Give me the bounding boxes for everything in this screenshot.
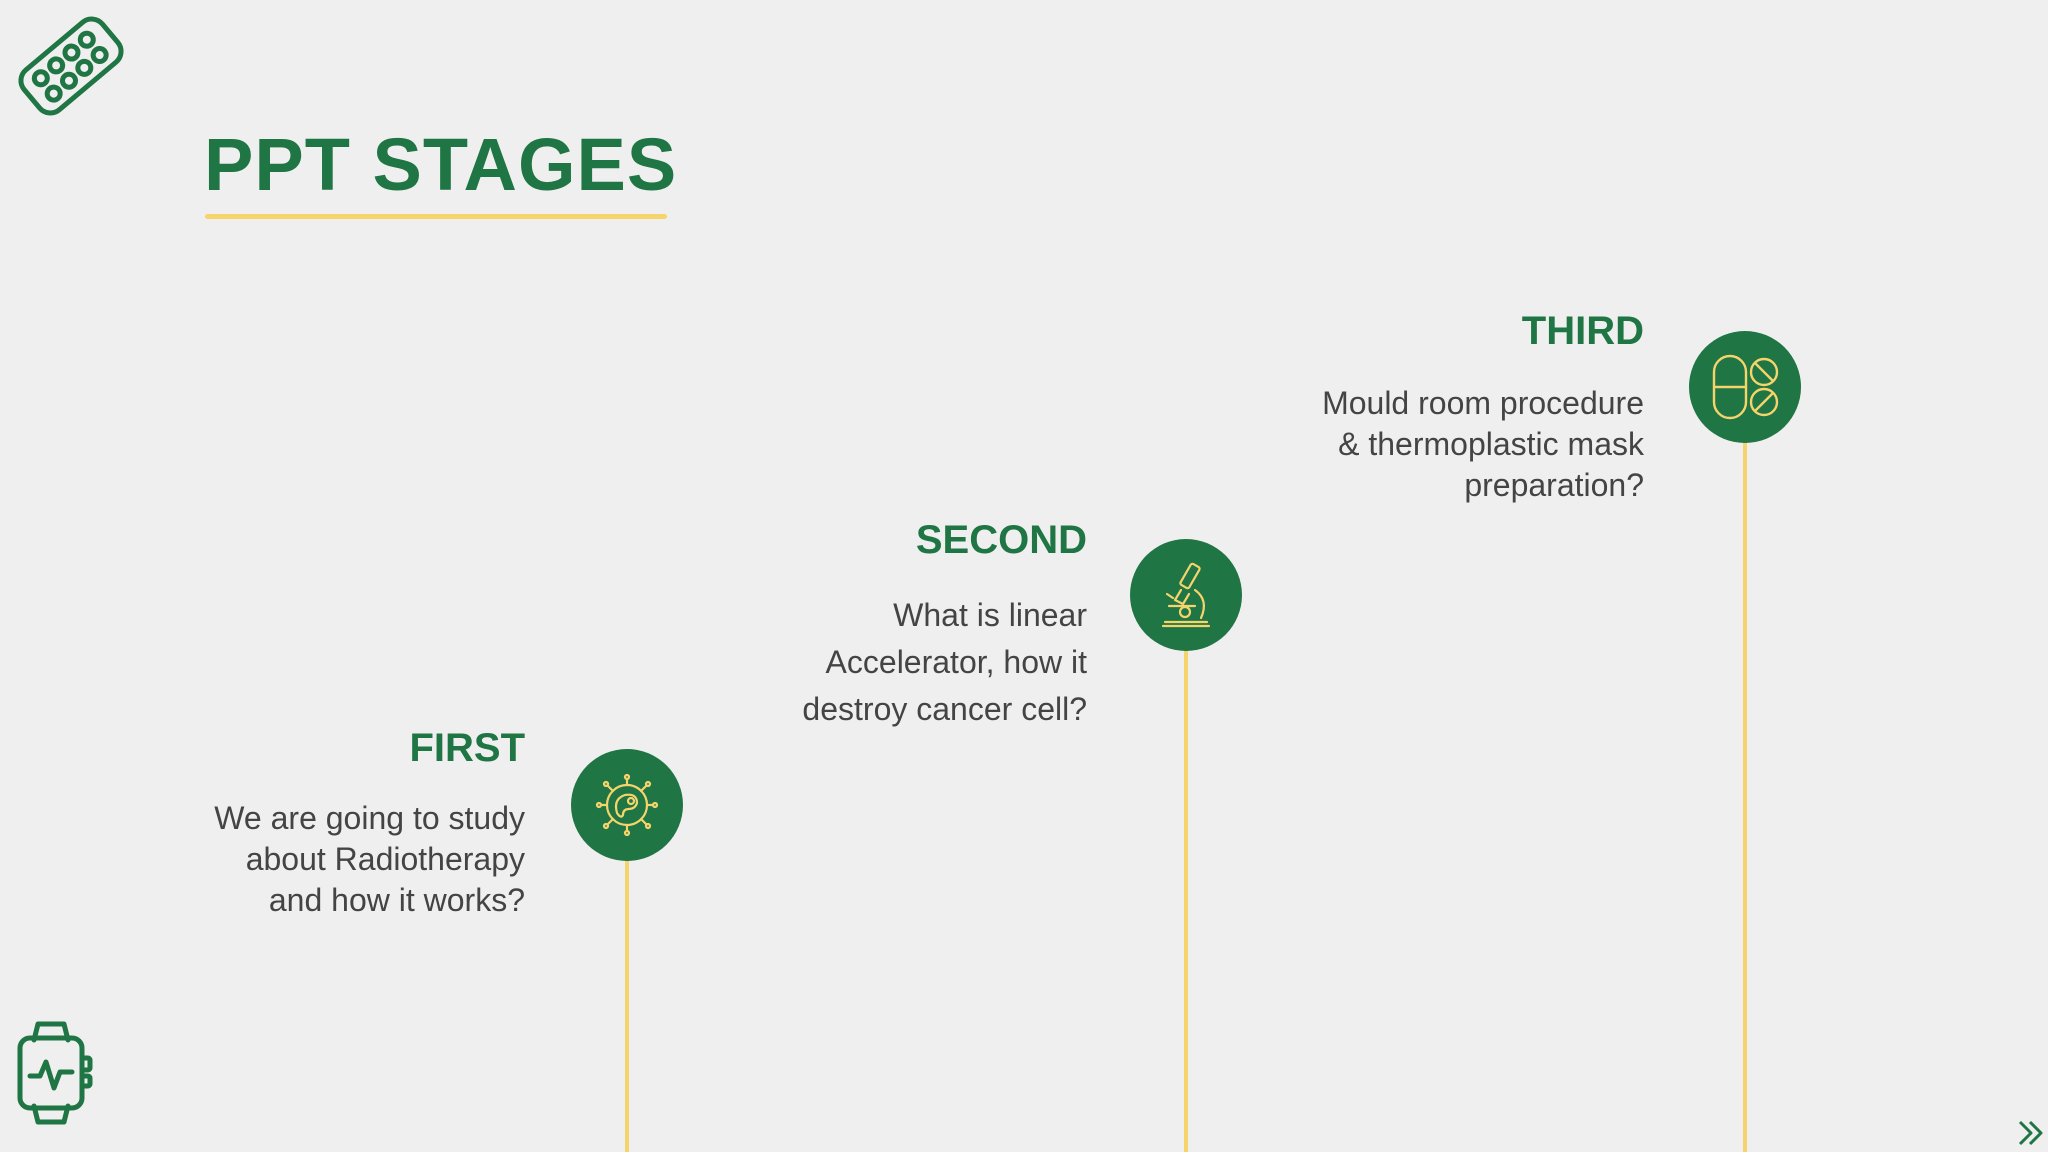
microscope-icon bbox=[1161, 562, 1211, 628]
stage-third-description: Mould room procedure & thermoplastic mas… bbox=[1322, 383, 1644, 506]
stage-first-line: and how it works? bbox=[268, 882, 525, 918]
next-arrow-icon[interactable] bbox=[2016, 1118, 2046, 1148]
stage-first-marker bbox=[571, 749, 683, 861]
stage-first-description: We are going to study about Radiotherapy… bbox=[214, 798, 525, 921]
stage-second-heading: SECOND bbox=[915, 518, 1087, 562]
stage-second-line: Accelerator, how it bbox=[825, 644, 1087, 680]
stage-second-line: destroy cancer cell? bbox=[802, 691, 1087, 727]
stage-first-stem bbox=[625, 850, 629, 1152]
stage-third-marker bbox=[1689, 331, 1801, 443]
stage-third-line: Mould room procedure bbox=[1322, 385, 1644, 421]
stage-second-marker bbox=[1130, 539, 1242, 651]
smartwatch-icon bbox=[17, 1021, 93, 1125]
stage-third-stem bbox=[1743, 430, 1747, 1152]
stage-third-heading: THIRD bbox=[1521, 309, 1644, 353]
stage-third-line: preparation? bbox=[1464, 467, 1644, 503]
stage-third-line: & thermoplastic mask bbox=[1338, 426, 1644, 462]
title-underline bbox=[205, 214, 667, 219]
stage-second-line: What is linear bbox=[893, 597, 1087, 633]
virus-cell-icon bbox=[595, 773, 659, 837]
stage-second-description: What is linear Accelerator, how it destr… bbox=[802, 592, 1087, 733]
pill-blister-icon bbox=[18, 16, 124, 116]
stage-second-stem bbox=[1184, 640, 1188, 1152]
stage-first-line: We are going to study bbox=[214, 800, 525, 836]
stage-first-heading: FIRST bbox=[409, 726, 525, 770]
stage-first-line: about Radiotherapy bbox=[245, 841, 525, 877]
page-title: PPT STAGES bbox=[204, 123, 678, 206]
pills-icon bbox=[1712, 354, 1779, 420]
